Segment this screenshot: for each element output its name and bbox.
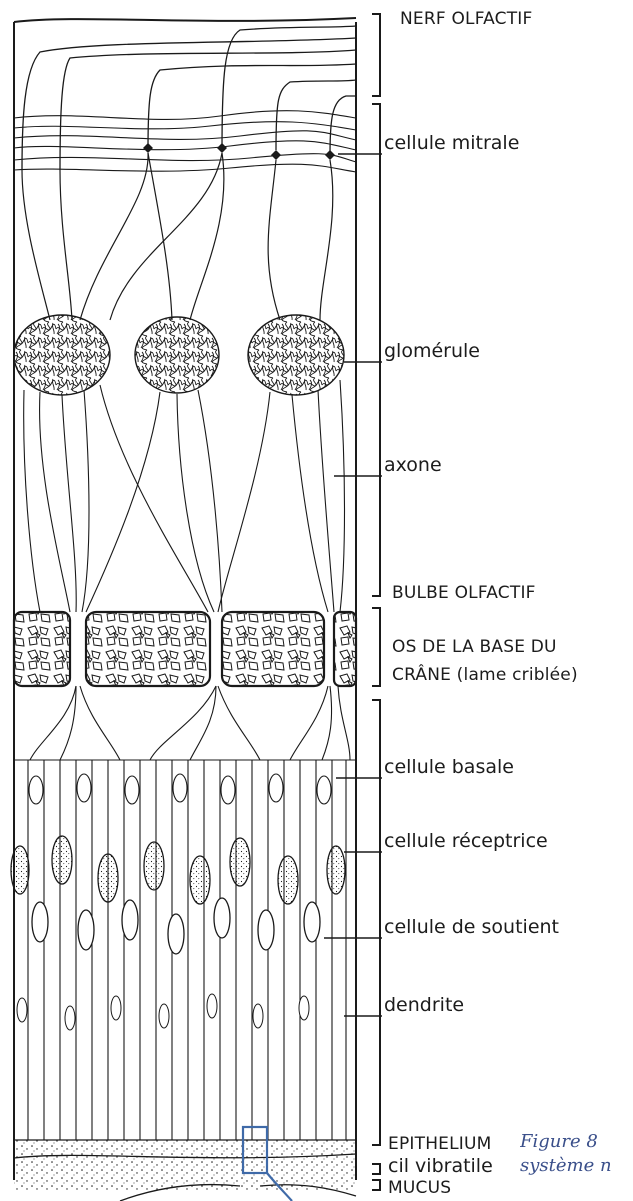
mitral-layer-fibers: [14, 111, 356, 172]
receptor-axons: [30, 686, 350, 760]
label-epithelium: EPITHELIUM: [388, 1133, 492, 1155]
label-cil-vibratile: cil vibratile: [388, 1155, 493, 1177]
label-bulbe-olfactif: BULBE OLFACTIF: [392, 582, 536, 604]
lower-nuclei: [17, 994, 309, 1030]
epithelium-columns: [14, 760, 356, 1140]
label-os-line2: CRÂNE (lame criblée): [392, 664, 578, 686]
label-cellule-mitrale: cellule mitrale: [384, 132, 519, 154]
label-nerf-olfactif: NERF OLFACTIF: [400, 8, 533, 30]
label-cellule-basale: cellule basale: [384, 756, 514, 778]
label-cellule-de-soutient: cellule de soutient: [384, 916, 559, 938]
label-cellule-receptrice: cellule réceptrice: [384, 830, 548, 852]
receptor-cells: [11, 836, 345, 904]
cribriform-plate: [14, 612, 356, 686]
nerve-fibers: [22, 26, 356, 170]
glomeruli: [14, 315, 344, 395]
basal-cells: [29, 774, 331, 804]
mucus-speckle: [14, 1140, 356, 1190]
label-brackets: [372, 14, 380, 1190]
label-mucus: MUCUS: [388, 1177, 451, 1199]
label-dendrite: dendrite: [384, 994, 464, 1016]
supporting-cell-nuclei: [32, 898, 320, 954]
axons: [24, 380, 345, 612]
label-axone: axone: [384, 454, 442, 476]
label-os-line1: OS DE LA BASE DU: [392, 636, 557, 658]
mitral-cells: [143, 143, 335, 160]
figure-caption-line2: système n: [520, 1155, 633, 1177]
figure-caption-line1: Figure 8: [520, 1131, 633, 1153]
mitral-dendrites: [22, 153, 333, 320]
label-glomerule: glomérule: [384, 340, 480, 362]
